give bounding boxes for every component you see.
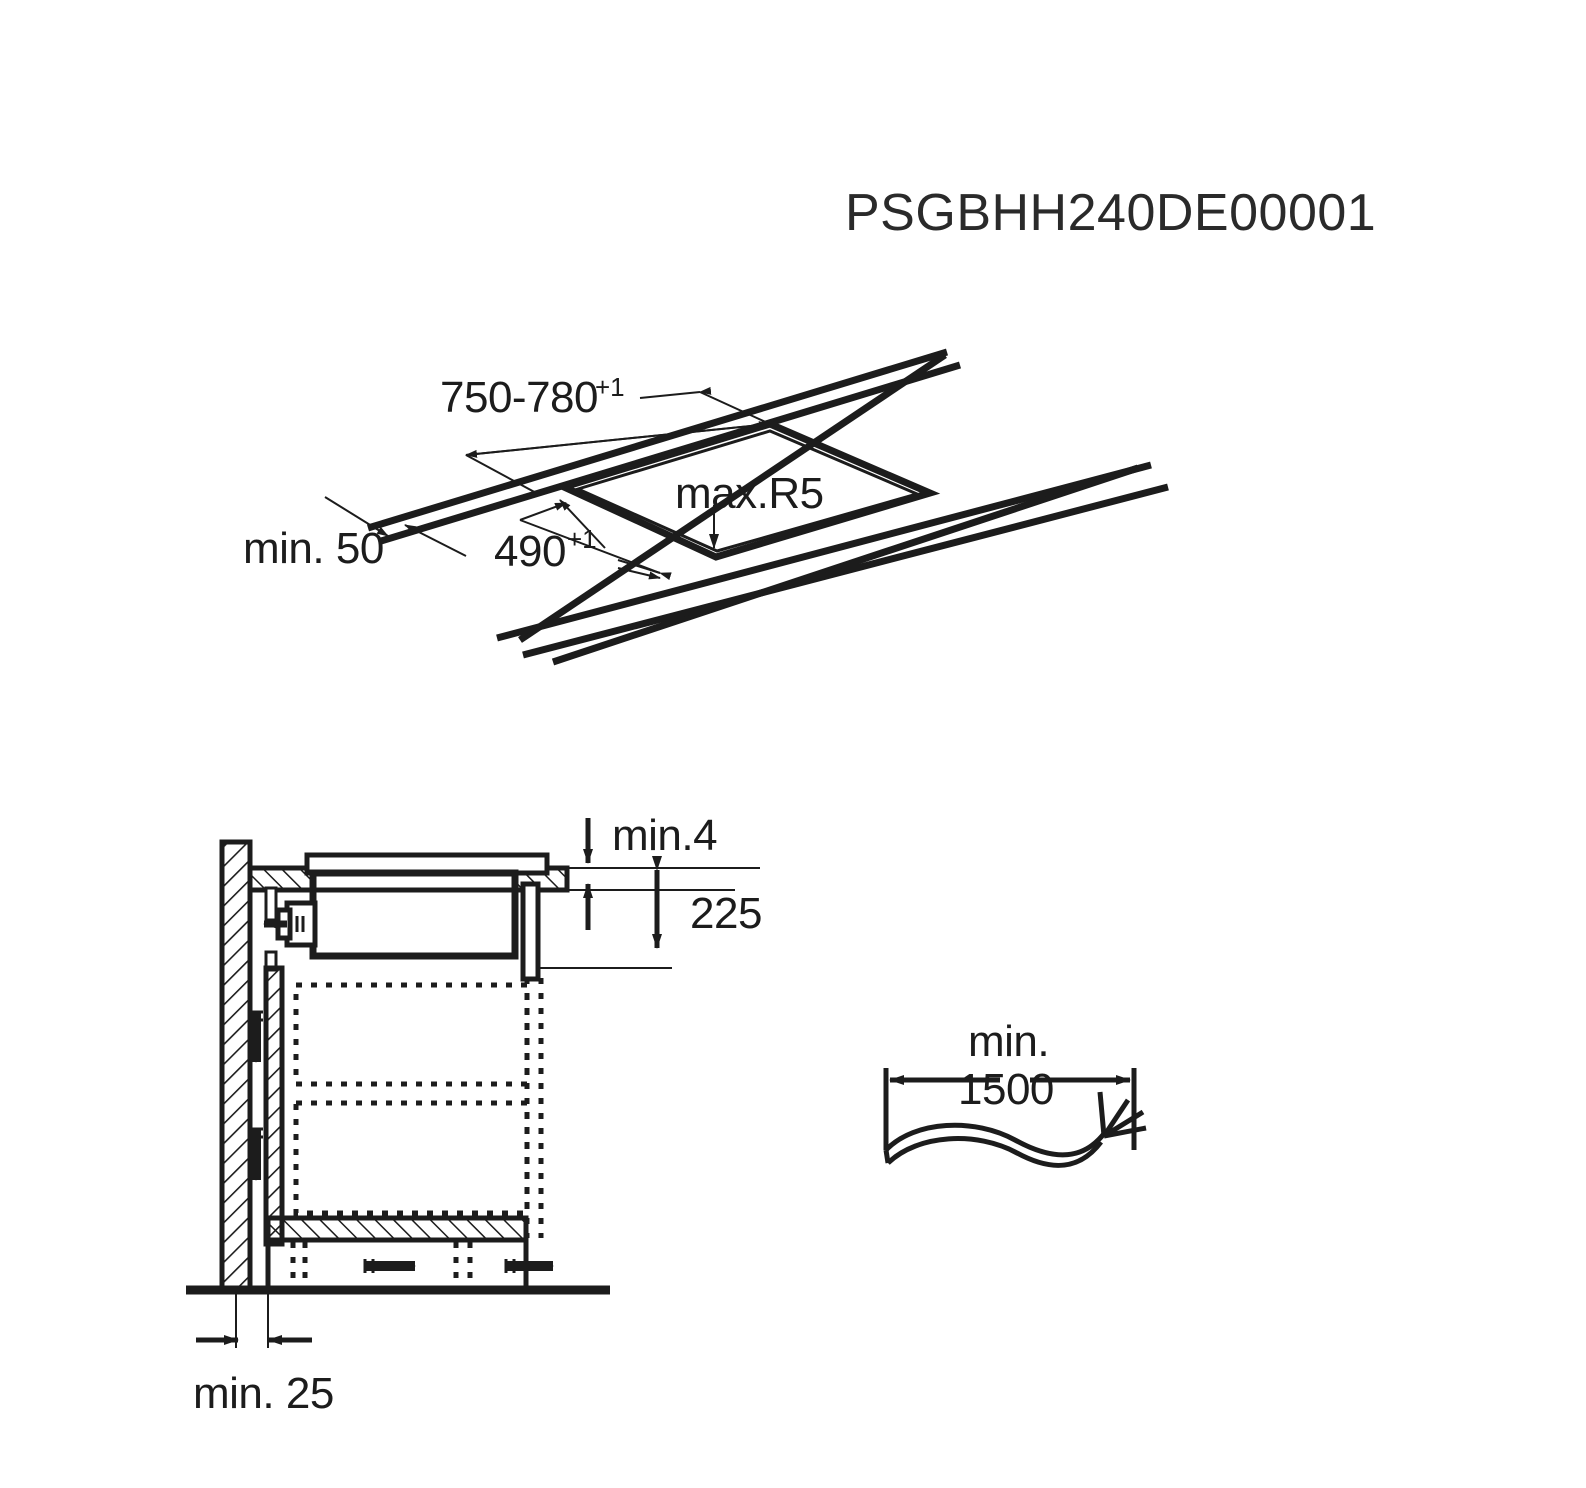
hob-connection-box <box>263 900 318 948</box>
dimension-wall-gap: min. 25 <box>193 1290 334 1418</box>
view-cross-section: min.4 225 min. 25 <box>186 811 762 1418</box>
cabinet-envelope-outline <box>524 978 544 1238</box>
view-worktop-cutout: 750-780 +1 490 +1 min. 50 <box>243 348 1169 666</box>
worktop-rear-edge <box>518 352 1140 666</box>
cutout-outline-outer <box>554 420 941 561</box>
dimension-worktop-overhang-label: min.4 <box>612 811 717 860</box>
wall-bracket <box>264 886 278 972</box>
cable-body <box>883 1122 1109 1168</box>
cabinet-side-panel <box>520 881 541 982</box>
wall <box>219 839 253 1293</box>
cable-length-value-label: 1500 <box>958 1065 1054 1114</box>
hob-body <box>309 869 519 960</box>
dimension-cutout-depth: 490 +1 <box>494 499 672 581</box>
dimension-appliance-height: 225 <box>538 856 762 969</box>
cabinet-back-panel <box>263 965 285 1247</box>
dimension-corner-radius: max.R5 <box>675 469 824 549</box>
cutout-outline-inner <box>573 429 922 553</box>
drawer-lower-outline <box>293 1100 530 1216</box>
dimension-worktop-overhang: min.4 <box>583 811 718 930</box>
dimension-cutout-depth-label: 490 <box>494 527 566 576</box>
dimension-cutout-depth-superscript: +1 <box>567 524 597 554</box>
dimension-cutout-width: 750-780 +1 <box>440 372 771 496</box>
drawing-title: PSGBHH240DE00001 <box>845 184 1376 242</box>
view-power-cable: min. 1500 <box>883 1017 1147 1168</box>
worktop-front-edge <box>496 461 1169 659</box>
drawer-upper-outline <box>293 982 530 1087</box>
airflow-arrow-down-2 <box>249 1127 263 1181</box>
dimension-cutout-width-superscript: +1 <box>595 372 625 402</box>
dimension-rear-distance: min. 50 <box>243 496 467 573</box>
dimension-rear-distance-label: min. 50 <box>243 524 384 573</box>
cabinet-bottom-shelf <box>265 1215 529 1243</box>
airflow-arrow-down-1 <box>249 1010 263 1063</box>
dimension-corner-radius-label: max.R5 <box>675 469 824 518</box>
airflow-arrow-right-2 <box>504 1259 554 1273</box>
dimension-wall-gap-label: min. 25 <box>193 1369 334 1418</box>
cable-length-prefix-label: min. <box>968 1017 1049 1066</box>
airflow-arrow-right-1 <box>363 1259 416 1273</box>
cable-wire-strands <box>1097 1091 1147 1139</box>
dimension-cutout-width-label: 750-780 <box>440 373 598 422</box>
dimension-appliance-height-label: 225 <box>690 889 762 938</box>
